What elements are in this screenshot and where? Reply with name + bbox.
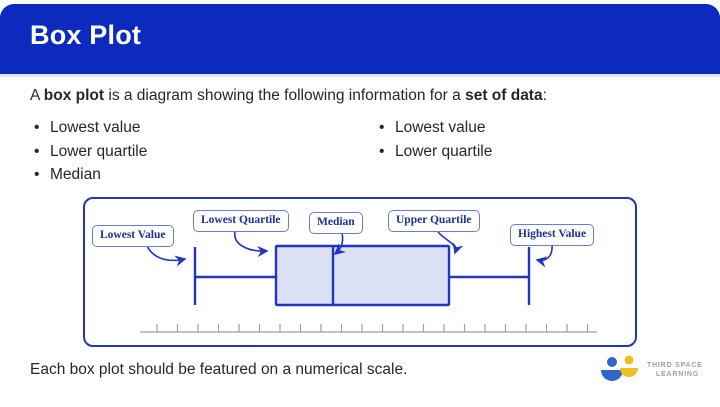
label-highest-value: Highest Value xyxy=(510,224,595,246)
iqr-box xyxy=(274,244,451,307)
bullet-lists: Lowest value Lower quartile Median Lowes… xyxy=(30,116,690,187)
arrow-lowest-value xyxy=(146,245,187,267)
arrow-upper-quartile xyxy=(437,231,464,255)
label-median: Median xyxy=(309,212,363,234)
arrow-median xyxy=(333,232,346,256)
arrow-highest-value xyxy=(535,243,553,268)
logo-text-line2: LEARNING xyxy=(656,371,699,378)
intro-bold-box-plot: box plot xyxy=(43,87,105,104)
boxplot-diagram: Lowest Value Lowest Quartile Median Uppe… xyxy=(83,197,637,347)
bullet-list-right: Lowest value Lower quartile xyxy=(375,116,492,187)
logo-text: THIRD SPACE LEARNING xyxy=(647,361,703,379)
label-lowest-value: Lowest Value xyxy=(92,225,174,247)
ruler-ticks xyxy=(156,324,589,332)
bullet-list-left: Lowest value Lower quartile Median xyxy=(30,116,375,187)
intro-middle: is a diagram showing the following infor… xyxy=(104,87,466,104)
intro-paragraph: A box plot is a diagram showing the foll… xyxy=(30,86,547,106)
list-item: Lowest value xyxy=(375,116,492,140)
footer-note: Each box plot should be featured on a nu… xyxy=(30,361,408,378)
number-scale xyxy=(140,324,597,333)
page-title: Box Plot xyxy=(30,20,142,50)
list-item: Lowest value xyxy=(30,116,375,140)
logo-person-yellow-body xyxy=(620,368,638,377)
logo-person-yellow-head xyxy=(624,355,634,365)
logo-person-blue-body xyxy=(601,370,623,381)
intro-prefix: A xyxy=(30,87,44,104)
page-header: Box Plot xyxy=(0,4,720,74)
logo-text-line1: THIRD SPACE xyxy=(647,362,703,369)
list-item: Lower quartile xyxy=(30,140,375,164)
logo-person-blue-head xyxy=(607,357,617,367)
list-item: Lower quartile xyxy=(375,140,492,164)
intro-suffix: : xyxy=(542,87,547,104)
label-upper-quartile: Upper Quartile xyxy=(388,210,480,232)
boxplot-figure xyxy=(140,231,597,333)
intro-bold-set-of-data: set of data xyxy=(465,87,543,104)
label-lowest-quartile: Lowest Quartile xyxy=(193,210,289,232)
third-space-learning-icon xyxy=(601,355,638,381)
brand-logo: THIRD SPACE LEARNING xyxy=(599,353,703,387)
arrow-lowest-quartile xyxy=(234,231,269,258)
list-item: Median xyxy=(30,163,375,187)
